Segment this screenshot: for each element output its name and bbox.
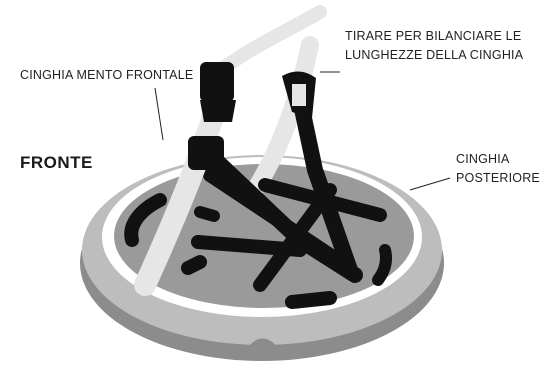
leader-chin-strap — [155, 88, 163, 140]
strap-left-lower — [188, 262, 200, 268]
leader-rear-strap — [410, 178, 450, 190]
buckle-front — [188, 62, 236, 170]
label-chin-strap: CINGHIA MENTO FRONTALE — [20, 66, 193, 84]
buckle-bottom — [188, 136, 224, 170]
label-pull-line1: TIRARE PER BILANCIARE LE — [345, 27, 521, 45]
label-rear-line2: POSTERIORE — [456, 169, 540, 187]
buckle-clip — [200, 100, 236, 122]
label-pull-line2: LUNGHEZZE DELLA CINGHIA — [345, 46, 523, 64]
buckle-top — [200, 62, 234, 102]
rear-buckle-gap — [292, 84, 306, 106]
strap-bottom — [292, 298, 330, 302]
label-front: FRONTE — [20, 151, 93, 176]
strap-left-small — [200, 212, 214, 216]
label-rear-line1: CINGHIA — [456, 150, 510, 168]
